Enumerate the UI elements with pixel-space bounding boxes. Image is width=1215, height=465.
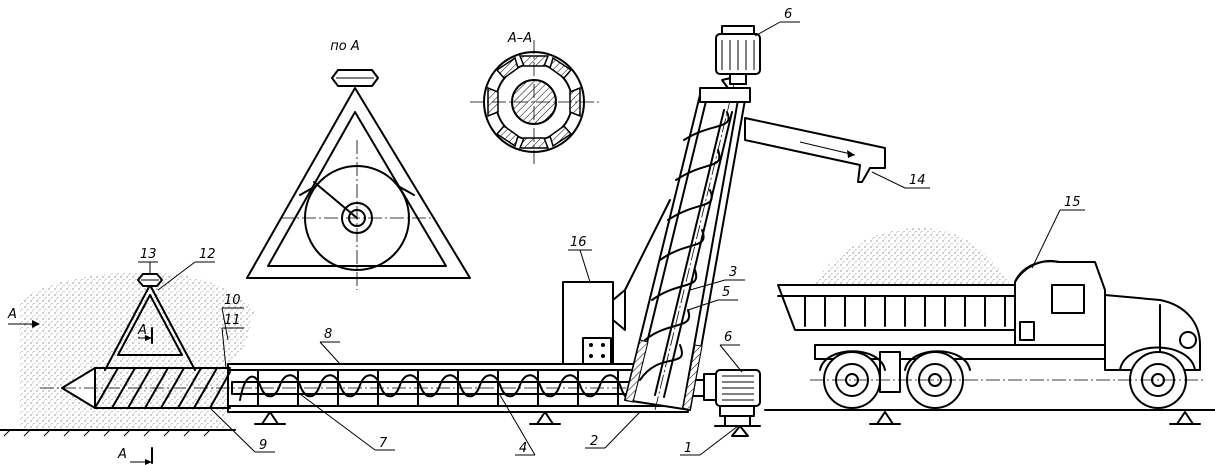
drive-support (731, 425, 749, 437)
svg-text:2: 2 (590, 434, 598, 449)
callout-9: 9 (209, 407, 275, 453)
section-aa-detail: А–А (470, 31, 600, 165)
svg-text:4: 4 (519, 441, 527, 456)
conveyor-supports (254, 411, 561, 425)
callout-13: 13 (138, 247, 158, 274)
svg-text:11: 11 (224, 313, 241, 328)
section-mark-bottom: А (117, 447, 153, 465)
section-mark-top-label: А (137, 323, 147, 338)
ground-supports-right (869, 411, 1201, 425)
material-pile-left (20, 271, 255, 430)
svg-text:1: 1 (684, 441, 692, 456)
view-a-title: по А (330, 39, 359, 54)
callout-7: 7 (299, 393, 395, 451)
discharge-chute (744, 117, 886, 183)
callout-15: 15 (1031, 195, 1085, 269)
truck-body-ribs (804, 295, 1006, 327)
svg-text:16: 16 (570, 235, 587, 250)
callout-16: 16 (568, 235, 592, 283)
svg-text:15: 15 (1064, 195, 1081, 210)
svg-text:14: 14 (909, 173, 926, 188)
section-aa-title: А–А (507, 31, 532, 46)
callout-8: 8 (319, 327, 341, 365)
section-mark-top: А (137, 323, 153, 344)
svg-text:10: 10 (224, 293, 241, 308)
callout-2: 2 (585, 411, 641, 449)
direction-arrow-a: А (7, 307, 40, 328)
section-ribs (487, 55, 581, 149)
tripod-frame (104, 284, 196, 371)
dump-truck (777, 228, 1205, 409)
callout-14: 14 (871, 171, 930, 189)
svg-text:5: 5 (722, 285, 730, 300)
material-pile-truck (812, 228, 1010, 285)
drive-motor-upper (715, 25, 761, 89)
inclined-conveyor (624, 79, 751, 411)
callout-4: 4 (499, 394, 536, 456)
section-mark-bottom-label: А (117, 447, 127, 462)
drive-motor-lower (703, 369, 761, 427)
svg-text:13: 13 (140, 247, 157, 262)
horizontal-conveyor (227, 363, 705, 413)
callout-1: 1 (680, 425, 739, 456)
callout-12: 12 (157, 247, 216, 291)
svg-text:6: 6 (724, 330, 732, 345)
callout-10: 10 (221, 293, 244, 341)
svg-text:3: 3 (729, 265, 737, 280)
callout-5: 5 (687, 285, 738, 311)
top-wheel-small (137, 273, 163, 287)
svg-text:12: 12 (199, 247, 216, 262)
svg-text:8: 8 (324, 327, 332, 342)
callout-6-upper: 6 (754, 7, 800, 37)
direction-a-label: А (7, 307, 17, 322)
svg-text:7: 7 (379, 436, 388, 451)
svg-text:9: 9 (259, 438, 267, 453)
callout-3: 3 (689, 265, 745, 291)
callout-6-lower: 6 (719, 330, 743, 373)
ground-hatch-left (3, 429, 211, 437)
svg-text:6: 6 (784, 7, 792, 22)
view-a-detail: по А (246, 39, 471, 290)
callout-11: 11 (221, 313, 244, 369)
control-cabinet (562, 281, 626, 365)
